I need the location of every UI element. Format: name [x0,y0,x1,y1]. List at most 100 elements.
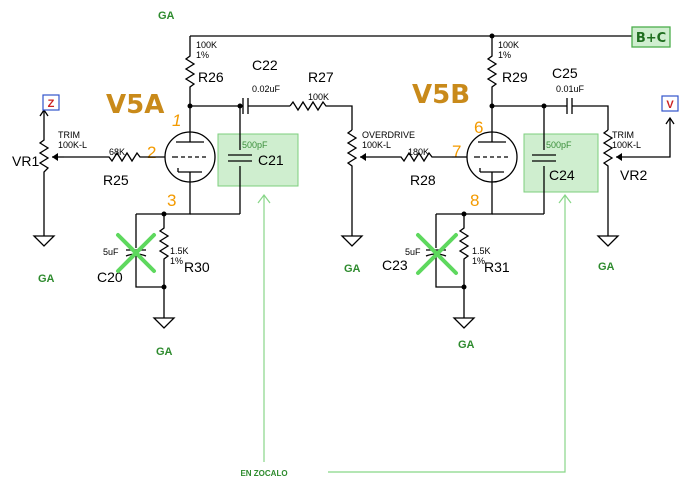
c20-value: 5uF [103,247,119,257]
junction-dot [161,284,167,290]
c23-ref: C23 [382,257,408,273]
c24-value: 500pF [546,140,572,150]
r28-ref: R28 [410,172,436,188]
vr1-ground-symbol [32,235,56,247]
c21-capacitor [228,106,252,214]
c25-value: 0.01uF [556,84,585,94]
pin-6-label: 6 [474,118,483,137]
r25-resistor [64,151,165,163]
ground-label-vr2: GA [598,261,615,273]
terminal-v-box[interactable] [661,95,679,112]
c22-ref: C22 [252,57,278,73]
v5a-ground-symbol [152,317,176,329]
terminal-v-label: V [666,99,674,111]
r30-resistor [158,214,170,287]
c23-capacitor [425,214,464,288]
vr2-ref: VR2 [620,167,647,183]
zocalo-annotation: EN ZOCALO [240,469,287,478]
junction-dot [461,284,467,290]
v5a-cathode-lead [136,172,191,215]
r29-ref: R29 [502,69,528,85]
overdrive-value: 100K-L [362,140,391,150]
pin-1-label: 1 [172,111,181,130]
c21-value: 500pF [242,140,268,150]
pin-2-label: 2 [147,143,156,162]
v5b-cathode-lead [436,172,493,215]
b-plus-c-label: B+C [636,31,666,46]
r29-resistor [486,36,498,106]
r30-ref: R30 [184,259,210,275]
junction-dot [187,103,193,109]
r27-value: 100K [308,92,329,102]
pin-7-label: 7 [452,142,461,161]
c20-capacitor [125,214,164,288]
junction-dot [489,103,495,109]
r26-value: 100K [196,40,217,50]
c21-highlight-box [217,133,299,187]
vr2-value: 100K-L [612,140,641,150]
overdrive-ground-symbol [340,235,364,247]
vr1-potentiometer[interactable] [38,120,50,236]
r26-ref: R26 [198,69,224,85]
zocalo-arrow-left [257,194,271,204]
r29-value: 100K [498,40,519,50]
r31-tolerance: 1% [472,256,485,266]
vr1-ref: VR1 [12,153,39,169]
terminal-z-box[interactable] [42,94,60,111]
r30-value: 1.5K [170,246,189,256]
r25-value: 68K [109,147,125,157]
vr2-potentiometer[interactable] [602,129,614,236]
vr2-wiper-lead [616,118,671,158]
r30-tolerance: 1% [170,256,183,266]
overdrive-potentiometer[interactable] [346,129,358,236]
c21-ref: C21 [258,152,284,168]
c24-ref: C24 [549,167,575,183]
vr1-value: 100K-L [58,140,87,150]
c22-capacitor [240,98,290,114]
zocalo-arrow-right [558,194,572,204]
junction-dot [161,211,167,217]
r26-resistor [184,36,196,106]
r31-value: 1.5K [472,246,491,256]
c25-capacitor [544,98,609,130]
c23-value: 5uF [405,247,421,257]
ground-label-v5b: GA [458,339,475,351]
vr1-trim-label: TRIM [58,130,80,140]
vr2-ground-symbol [596,235,620,247]
r27-ref: R27 [308,69,334,85]
b-plus-c-box[interactable] [631,26,671,48]
pin-3-label: 3 [167,191,176,210]
r29-tolerance: 1% [498,50,511,60]
c20-ref: C20 [97,269,123,285]
c23-removed-mark [416,233,458,275]
overdrive-wiper-arrow [360,153,366,161]
c20-removed-mark [116,233,156,273]
r31-ref: R31 [484,259,510,275]
v-arrow [665,116,675,125]
overdrive-label: OVERDRIVE [362,130,415,140]
r31-resistor [458,214,470,287]
r28-value: 180K [408,147,429,157]
r26-tolerance: 1% [196,50,209,60]
ground-label-top: GA [158,10,175,22]
junction-dot [461,211,467,217]
junction-dot [489,33,495,39]
v5a-label: V5A [106,90,164,120]
ground-label-vr1: GA [38,273,55,285]
vr2-trim-label: TRIM [612,130,634,140]
c24-capacitor [532,106,556,214]
r28-resistor [360,151,452,163]
c25-ref: C25 [552,65,578,81]
pin-8-label: 8 [470,191,479,210]
terminal-z-label: Z [48,98,55,110]
ground-label-v5a: GA [156,346,173,358]
c24-highlight-box [523,133,599,193]
vr1-wiper-arrow [52,153,58,161]
c22-value: 0.02uF [252,84,281,94]
v5b-ground-symbol [452,317,476,329]
v5b-label: V5B [412,80,470,110]
ground-label-overdrive: GA [344,263,361,275]
vr2-wiper-arrow [616,153,622,161]
r25-ref: R25 [103,172,129,188]
